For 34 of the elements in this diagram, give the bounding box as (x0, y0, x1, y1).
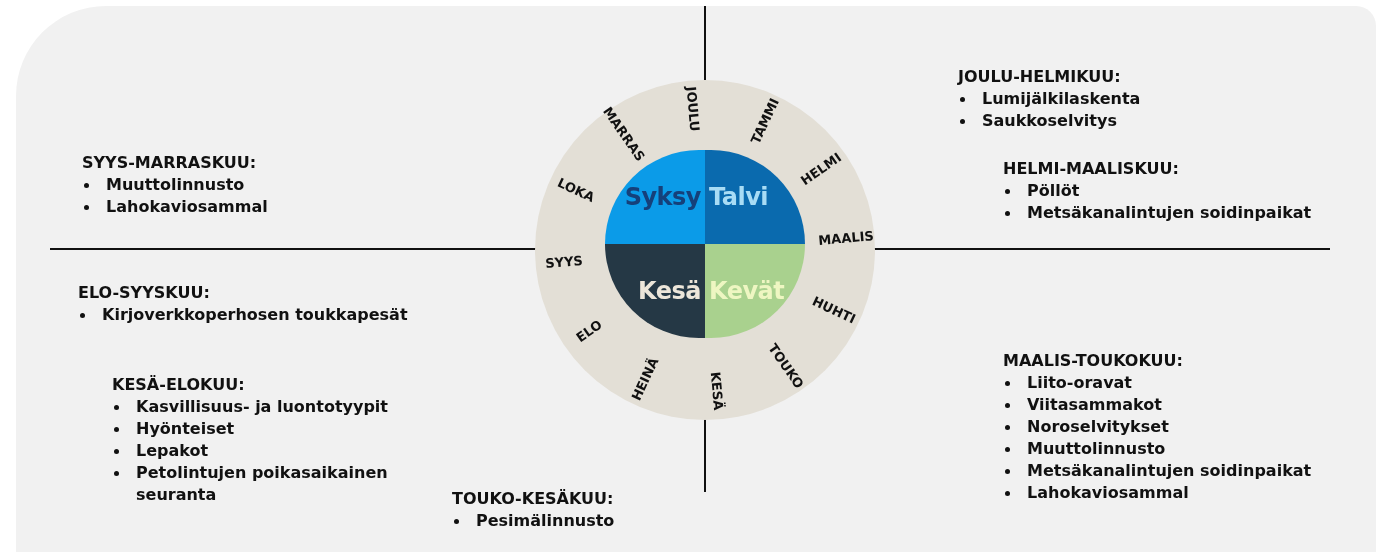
survey-list-item: Liito-oravat (1003, 372, 1312, 394)
season-name: Kesä (638, 277, 701, 305)
period-heading: SYYS-MARRASKUU: (82, 152, 258, 174)
survey-list-item: Hyönteiset (112, 418, 432, 440)
survey-list-item: Metsäkanalintujen soidinpaikat (1003, 202, 1312, 224)
survey-list-item: Lepakot (112, 440, 432, 462)
survey-list-item: Lahokaviosammal (1003, 482, 1312, 504)
month-label: SYYS (544, 253, 583, 272)
survey-list-item: Pöllöt (1003, 180, 1312, 202)
season-name: Kevät (709, 277, 785, 305)
month-label: KESÄ (708, 371, 727, 412)
survey-list-item: Kirjoverkkoperhosen toukkapesät (78, 304, 408, 326)
month-label: JOULU (683, 85, 703, 132)
survey-list-item: Muuttolinnusto (82, 174, 268, 196)
period-heading: JOULU-HELMIKUU: (958, 66, 1122, 88)
period-heading: ELO-SYYSKUU: (78, 282, 211, 304)
period-heading: TOUKO-KESÄKUU: (452, 488, 615, 510)
survey-list-item: Lumijälkilaskenta (958, 88, 1141, 110)
period-heading: HELMI-MAALISKUU: (1003, 158, 1180, 180)
period-heading: MAALIS-TOUKOKUU: (1003, 350, 1184, 372)
survey-list-item: Metsäkanalintujen soidinpaikat (1003, 460, 1312, 482)
survey-list-item: Viitasammakot (1003, 394, 1312, 416)
period-heading: KESÄ-ELOKUU: (112, 374, 246, 396)
month-label: MAALIS (818, 227, 875, 248)
survey-list-item: Pesimälinnusto (452, 510, 615, 532)
month-label: ELO (573, 317, 605, 346)
survey-list-item: Noroselvitykset (1003, 416, 1312, 438)
season-name: Talvi (709, 183, 769, 211)
survey-list-item: Saukkoselvitys (958, 110, 1141, 132)
survey-list-item: Kasvillisuus- ja luontotyypit (112, 396, 432, 418)
season-name: Syksy (624, 183, 701, 211)
survey-list-item: Petolintujen poikasaikainen seuranta (112, 462, 432, 506)
survey-list-item: Muuttolinnusto (1003, 438, 1312, 460)
survey-list-item: Lahokaviosammal (82, 196, 268, 218)
